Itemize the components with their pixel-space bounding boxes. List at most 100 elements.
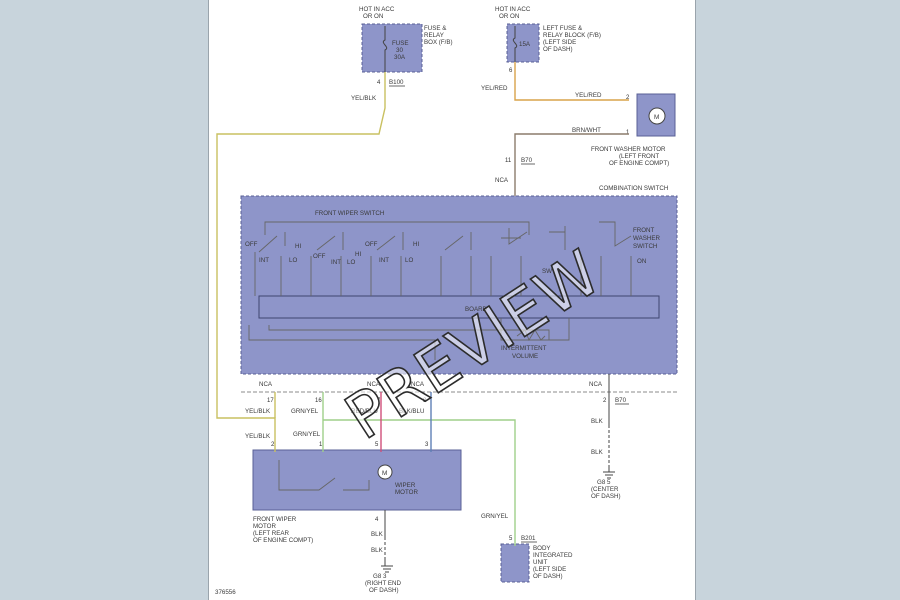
pin-5-motor: 5 (375, 442, 379, 448)
wire-label-blk-blu: BLK/BLU (399, 408, 424, 415)
pin-4-top: 4 (377, 80, 381, 86)
left-fuse-name-line4: OF DASH) (543, 46, 573, 53)
nca-bottom-4: NCA (589, 381, 603, 388)
wire-label-yel-red-right: YEL/RED (575, 92, 602, 99)
fuse-box-hot-line1: HOT IN ACC (359, 6, 395, 13)
front-wiper-switch-label: FRONT WIPER SWITCH (315, 210, 384, 217)
wire-label-grn-yel-1: GRN/YEL (291, 408, 319, 415)
fuse-box-fuse-line3: 30A (394, 54, 406, 61)
wire-label-yel-blk-2: YEL/BLK (245, 433, 271, 440)
pin-1-washer: 1 (626, 130, 630, 136)
biu-name-line3: UNIT (533, 559, 548, 566)
washer-switch-line3: SWITCH (633, 243, 657, 250)
washer-switch-on: ON (637, 258, 646, 265)
intermittent-volume-line1: INTERMITTENT (501, 345, 547, 352)
switch-contacts (248, 221, 632, 360)
nca-bottom-3: NCA (411, 381, 425, 388)
wire-label-yel-blk-1: YEL/BLK (245, 408, 271, 415)
board-label: BOARD (465, 306, 488, 313)
pin-8: 8 (423, 398, 427, 404)
fuse-box-name-line1: FUSE & (424, 25, 447, 32)
pin-1-motor: 1 (319, 442, 323, 448)
biu-name-line2: INTEGRATED (533, 552, 573, 559)
wire-label-grn-yel-2: GRN/YEL (293, 431, 321, 438)
ground-g5-line3: OF DASH) (591, 493, 621, 500)
pin-6-top: 6 (509, 68, 513, 74)
pin-2-motor: 2 (271, 442, 275, 448)
ground-g3-symbol (381, 565, 393, 573)
body-integrated-unit: BODY INTEGRATED UNIT (LEFT SIDE OF DASH) (500, 543, 573, 583)
front-wiper-motor-line1: FRONT WIPER (253, 516, 297, 523)
pin-2-bottom: 2 (603, 398, 607, 404)
front-wiper-motor-line4: OF ENGINE COMPT) (253, 537, 313, 544)
front-washer-motor: M FRONT WASHER MOTOR (LEFT FRONT OF ENGI… (591, 93, 676, 167)
left-fuse-name-line3: (LEFT SIDE (543, 39, 576, 46)
fuse-box-fuse-line2: 30 (396, 47, 403, 54)
connector-b100: B100 (389, 79, 404, 86)
wire-label-blk-1: BLK (371, 531, 384, 538)
ground-g3-line2: (RIGHT END (365, 580, 402, 587)
front-wiper-motor-line3: (LEFT REAR (253, 530, 290, 537)
ground-g3-line1: G8 3 (373, 573, 387, 580)
switch-lo-3: LO (405, 257, 413, 264)
left-fuse-name-line2: RELAY BLOCK (F/B) (543, 32, 601, 39)
switch-off-1: OFF (245, 241, 258, 248)
pin-3-motor: 3 (425, 442, 429, 448)
ground-g5-line1: G8 5 (597, 479, 611, 486)
wiper-motor-symbol: M (382, 470, 387, 477)
pin-11: 11 (505, 158, 512, 164)
wire-label-yel-blk-top: YEL/BLK (351, 95, 377, 102)
pin-7: 7 (377, 398, 381, 404)
pin-17: 17 (267, 398, 274, 404)
wire-brn-wht (514, 133, 629, 196)
washer-motor-symbol: M (654, 114, 659, 121)
ground-g5-symbol (603, 471, 615, 479)
switch-off-2: OFF (313, 253, 326, 260)
nca-top: NCA (495, 177, 509, 184)
pin-2-washer: 2 (626, 95, 630, 101)
fuse-15a-symbol (512, 26, 518, 62)
combination-switch: COMBINATION SWITCH FRONT WIPER SWITCH FR… (240, 185, 678, 375)
wire-label-yel-red-left: YEL/RED (481, 85, 508, 92)
biu-name-line5: OF DASH) (533, 573, 563, 580)
front-wiper-motor: M WIPER MOTOR (252, 449, 462, 511)
washer-switch-line2: WASHER (633, 235, 660, 242)
wire-label-blk-3: BLK (591, 418, 604, 425)
pin-5-biu: 5 (509, 536, 513, 542)
biu-name-line4: (LEFT SIDE (533, 566, 566, 573)
fuse-box-fuse-line1: FUSE (392, 40, 409, 47)
front-wiper-motor-line2: MOTOR (253, 523, 276, 530)
wire-layer (216, 62, 629, 566)
wire-yel-blk-feed (216, 72, 386, 452)
switch-lo-1: LO (289, 257, 297, 264)
washer-motor-name-line1: FRONT WASHER MOTOR (591, 146, 666, 153)
wire-label-blk-4: BLK (591, 449, 604, 456)
connector-b70-top: B70 (521, 157, 533, 164)
wiper-motor-line2: MOTOR (395, 489, 418, 496)
nca-bottom-2: NCA (367, 381, 381, 388)
switch-int-1: INT (259, 257, 269, 264)
switch-off-3: OFF (365, 241, 378, 248)
pin-16: 16 (315, 398, 322, 404)
wire-label-brn-wht: BRN/WHT (572, 127, 601, 134)
schematic-sheet: HOT IN ACC OR ON FUSE & RELAY BOX (F/B) … (208, 0, 696, 600)
washer-sw-label: SW (542, 268, 552, 275)
switch-int-2: INT (331, 259, 341, 266)
fuse-box-name-line2: RELAY (424, 32, 444, 39)
left-fuse-hot-line2: OR ON (499, 13, 519, 20)
wire-grn-yel-biu (323, 419, 516, 546)
nca-bottom-1: NCA (259, 381, 273, 388)
fuse-30-symbol (382, 26, 388, 72)
switch-hi-3: HI (413, 241, 419, 248)
wire-yel-red (514, 62, 629, 101)
switch-int-3: INT (379, 257, 389, 264)
left-fuse-amp: 15A (519, 41, 531, 48)
wiper-motor-line1: WIPER (395, 482, 416, 489)
wire-label-red-blu: RED/BLU (351, 408, 378, 415)
connector-b201: B201 (521, 535, 536, 542)
ground-g3-line3: OF DASH) (369, 587, 399, 594)
switch-lo-2: LO (347, 259, 355, 266)
wiper-washer-schematic: HOT IN ACC OR ON FUSE & RELAY BOX (F/B) … (215, 6, 678, 596)
connector-b70-bottom: B70 (615, 397, 627, 404)
ground-g5-line2: (CENTER (591, 486, 619, 493)
